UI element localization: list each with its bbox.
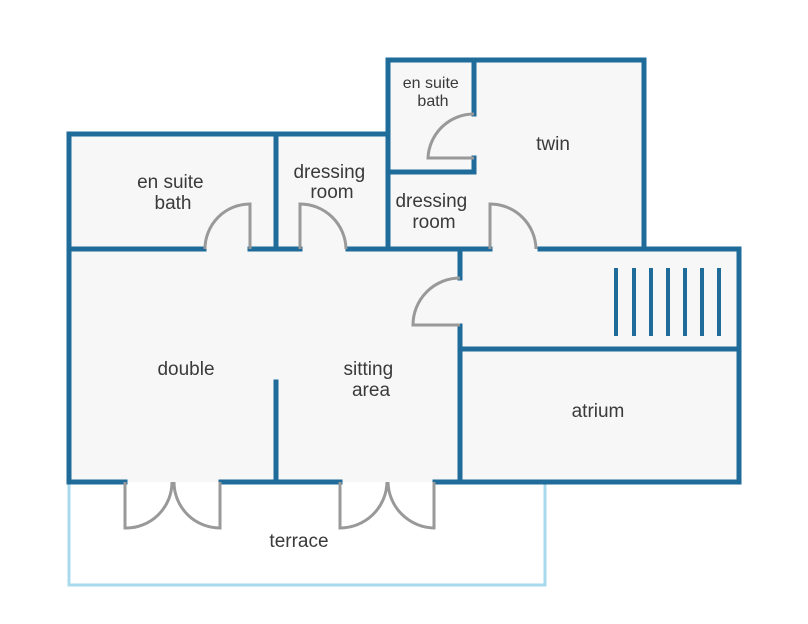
walls: [66, 57, 742, 485]
doors: [123, 112, 538, 530]
door-swing-icon: [298, 202, 348, 250]
label-double: double: [157, 359, 214, 380]
label-dressing-room-2: dressing room: [395, 191, 472, 233]
label-twin: twin: [536, 134, 570, 155]
terrace-outline: [67, 482, 547, 587]
door-swing-icon: [426, 112, 475, 160]
door-swing-icon: [338, 481, 436, 530]
floor-areas: [69, 60, 739, 482]
stairs-icon: [614, 268, 721, 336]
label-dressing-room: dressing room: [293, 162, 370, 203]
label-terrace: terrace: [269, 531, 328, 552]
door-swing-icon: [203, 202, 252, 250]
room-labels: en suite bath dressing room en suite bat…: [137, 75, 624, 552]
label-en-suite-bath-small: en suite bath: [403, 75, 464, 110]
door-swing-icon: [123, 481, 222, 530]
label-sitting-area: sitting area: [344, 359, 399, 401]
label-atrium: atrium: [572, 401, 625, 422]
door-swing-icon: [411, 276, 461, 327]
door-swing-icon: [488, 202, 538, 250]
label-en-suite-bath: en suite bath: [137, 172, 209, 214]
